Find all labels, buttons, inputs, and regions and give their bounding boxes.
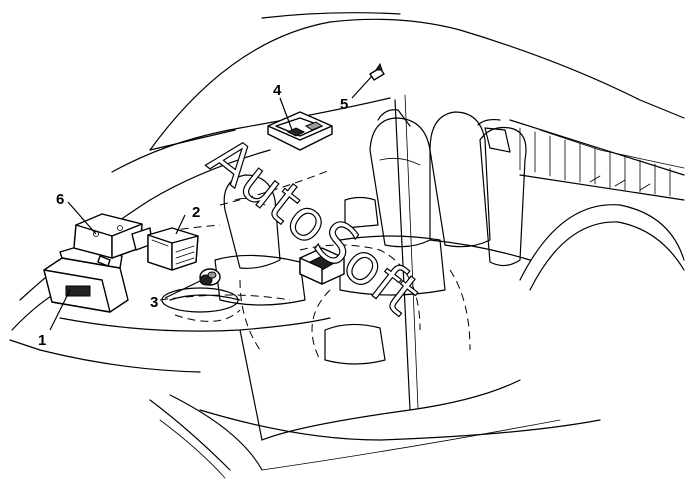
component-4-overhead-panel [267,111,333,151]
component-5-sensor [369,62,385,81]
center-console [324,196,386,365]
callout-2: 2 [192,204,200,221]
leader-lines [49,75,373,331]
component-6-control-module [73,213,153,267]
callout-6: 6 [56,191,64,208]
callout-labels: 1 2 3 4 5 6 [38,82,348,349]
front-right-seat [339,109,446,296]
component-2-relay-box [147,227,199,271]
callout-5: 5 [340,96,348,113]
center-console-unit [299,247,345,285]
component-3-sensor [199,268,221,286]
front-left-seat [214,174,306,306]
callout-1: 1 [38,332,46,349]
callout-3: 3 [150,294,158,311]
rear-seat [429,111,531,267]
component-1-housing [43,245,129,313]
callout-4: 4 [273,82,282,99]
vehicle-body-outline [9,12,685,479]
steering-column [161,287,241,313]
